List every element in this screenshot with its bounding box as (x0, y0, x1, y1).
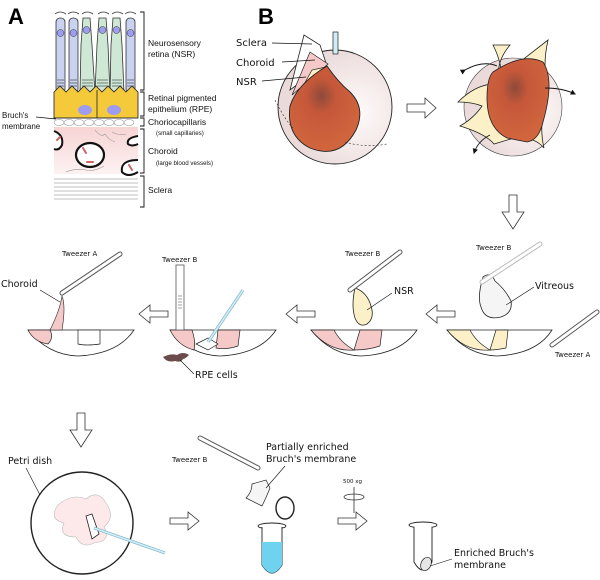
label-choroid: Choroid (236, 58, 275, 69)
cone-cell (79, 11, 96, 94)
label-choroid-sub: (large blood vessels) (156, 160, 213, 167)
rotation-icon (343, 493, 365, 501)
step-petri-dish: Petri dish (8, 456, 166, 575)
label-tweezer-b: Tweezer B (344, 250, 381, 258)
panel-b-letter: B (258, 4, 274, 29)
tweezer-b-vertical (175, 264, 185, 331)
panel-a: A (2, 4, 217, 208)
eye-step-1: Sclera Choroid NSR (236, 31, 393, 165)
arrow-left-1 (425, 304, 456, 324)
peel-arrow (544, 87, 576, 95)
label-choroid: Choroid (1, 279, 38, 290)
label-enriched-line2: membrane (454, 560, 506, 571)
rod-cell (54, 11, 67, 94)
choroid-tissue (49, 294, 65, 331)
label-rpe-line1: Retinal pigmented (148, 93, 217, 103)
arrow-left-3 (138, 304, 169, 324)
retina (288, 65, 361, 152)
rpe-nucleus (78, 105, 92, 115)
arrow-down-1 (501, 194, 525, 230)
label-enriched-line1: Enriched Bruch's (454, 548, 534, 559)
tweezer-b (347, 249, 403, 293)
cone-cell (109, 11, 125, 94)
label-rpe-cells: RPE cells (195, 370, 238, 381)
rpe-cells (163, 353, 189, 362)
label-sclera: Sclera (236, 38, 267, 49)
label-tweezer-a: Tweezer A (61, 250, 98, 258)
partial-bruchs-membrane (245, 479, 271, 507)
label-choriocapillaris-sub: (small capillaries) (156, 130, 204, 137)
label-tweezer-b: Tweezer B (475, 244, 512, 252)
spatula-head (195, 337, 219, 351)
label-nsr-line1: Neurosensory (148, 38, 202, 48)
rod-cell (124, 11, 137, 94)
label-bruchs-line2: membrane (2, 122, 41, 131)
nsr-tissue (352, 287, 373, 326)
tube-liquid (262, 542, 282, 573)
eye-step-2 (457, 39, 576, 157)
step-choroid-removal: Tweezer A Choroid (1, 250, 135, 357)
blood-vessel (74, 141, 106, 169)
layer-brackets (140, 11, 145, 208)
step-nsr-removal: Tweezer B NSR (310, 249, 418, 357)
sclera-layer (54, 176, 138, 206)
peel-arrow (459, 63, 498, 75)
label-nsr: NSR (394, 286, 414, 297)
tweezer-a (549, 309, 600, 348)
label-nsr-line2: retina (NSR) (148, 49, 195, 59)
label-choroid: Choroid (148, 146, 178, 156)
retina (486, 58, 550, 143)
label-bruchs-line1: Bruch's (2, 111, 28, 120)
cone-cell (94, 11, 111, 94)
step-transfer-tube: Tweezer B Partially enriched Bruch's mem… (171, 435, 356, 574)
step-enriched: Enriched Bruch's membrane (408, 521, 534, 572)
spatula-head (85, 513, 100, 540)
panel-a-letter: A (8, 4, 24, 29)
bruchs-pointer-line (35, 116, 57, 120)
centrifuge-step: 500 xg (337, 479, 368, 531)
peel-arrow (472, 134, 491, 155)
tweezer-a (59, 251, 123, 296)
rpe-nucleus (107, 105, 121, 115)
label-tweezer-b: Tweezer B (171, 456, 208, 464)
label-petri-dish: Petri dish (8, 456, 52, 467)
label-choriocapillaris: Choriocapillaris (148, 117, 206, 127)
vitreous (479, 274, 512, 319)
tube-lid (275, 496, 295, 520)
step-rpe-removal: Tweezer B RPE cells (161, 256, 277, 381)
label-rpe-line2: epithelium (RPE) (148, 104, 212, 114)
label-vitreous: Vitreous (535, 281, 574, 292)
arrow-right-3 (337, 511, 368, 531)
rpe-layer (53, 85, 139, 119)
label-nsr: NSR (236, 77, 257, 88)
panel-b: B Sclera Choroid NSR (1, 4, 600, 575)
choriocapillaris-layer (53, 119, 138, 126)
tweezer-b (197, 435, 261, 471)
outer-segment-stripes (57, 79, 134, 87)
choroid-layer (53, 127, 139, 176)
label-tweezer-b: Tweezer B (161, 256, 198, 264)
tweezer-b (479, 241, 543, 285)
arrow-left-2 (285, 304, 316, 324)
label-tweezer-a: Tweezer A (554, 351, 591, 359)
step-vitreous-removal: Tweezer B Tweezer A Vitreous (446, 241, 600, 359)
label-centrifuge-speed: 500 xg (343, 479, 362, 485)
label-partial-line2: Bruch's membrane (266, 454, 356, 465)
arrow-down-2 (69, 412, 93, 448)
arrow-right-1 (406, 97, 437, 119)
label-partial-line1: Partially enriched (266, 442, 349, 453)
photoreceptor-cells (54, 11, 137, 94)
scalpel-icon (332, 31, 339, 55)
label-sclera: Sclera (148, 185, 172, 195)
rod-cell (67, 11, 80, 94)
arrow-right-2 (169, 511, 200, 531)
